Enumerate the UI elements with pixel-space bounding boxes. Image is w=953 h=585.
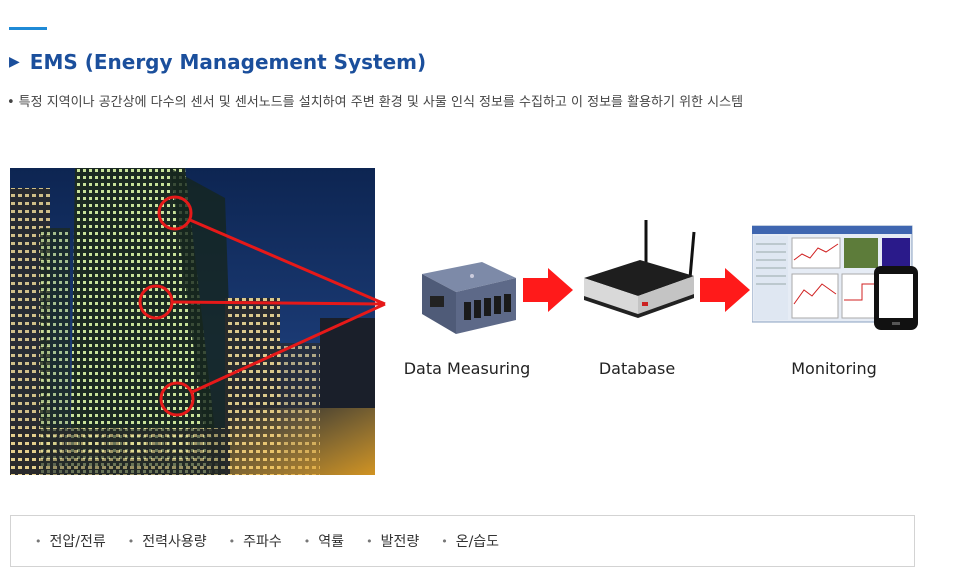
arrow-right-icon bbox=[700, 268, 750, 312]
sensor-node-device-icon bbox=[412, 248, 522, 340]
step-label-data-measuring: Data Measuring bbox=[403, 359, 531, 378]
section-description: •특정 지역이나 공간상에 다수의 센서 및 센서노드를 설치하여 주변 환경 … bbox=[7, 91, 743, 110]
triangle-bullet-icon: ▶ bbox=[9, 54, 20, 70]
metric-item-voltage-current: •전압/전류 bbox=[35, 534, 106, 550]
accent-bar bbox=[9, 27, 47, 30]
router-server-icon bbox=[580, 218, 698, 328]
metric-item-generation: •발전량 bbox=[366, 534, 420, 550]
section-title: EMS (Energy Management System) bbox=[29, 50, 427, 74]
metrics-box: •전압/전류 •전력사용량 •주파수 •역률 •발전량 •온/습도 bbox=[10, 515, 915, 567]
metric-item-frequency: •주파수 bbox=[228, 534, 282, 550]
section-heading: ▶ EMS (Energy Management System) bbox=[9, 50, 426, 74]
step-label-database: Database bbox=[598, 359, 676, 378]
arrow-right-icon bbox=[523, 268, 573, 312]
metric-item-temp-humidity: •온/습도 bbox=[441, 534, 500, 550]
city-night-building-image bbox=[10, 168, 375, 475]
monitor-dashboard-icon bbox=[751, 224, 922, 332]
step-label-monitoring: Monitoring bbox=[791, 359, 877, 378]
description-bullet: • bbox=[7, 95, 15, 110]
metric-item-power-factor: •역률 bbox=[303, 534, 345, 550]
description-text: 특정 지역이나 공간상에 다수의 센서 및 센서노드를 설치하여 주변 환경 및… bbox=[18, 95, 744, 110]
metric-item-power-usage: •전력사용량 bbox=[127, 534, 207, 550]
